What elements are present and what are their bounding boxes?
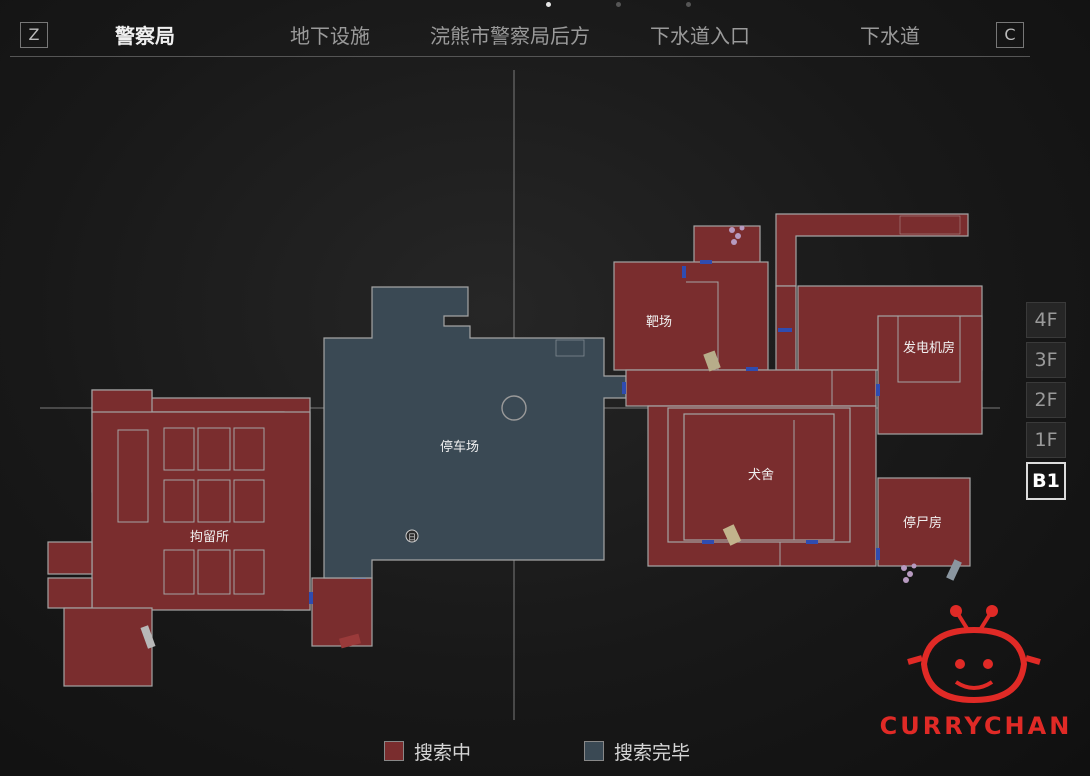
tab-sewer[interactable]: 下水道 bbox=[860, 24, 920, 48]
ammo-item-icon[interactable] bbox=[140, 625, 156, 649]
room-parking[interactable]: 停车场 日 bbox=[323, 286, 627, 579]
herb-item-icon[interactable] bbox=[901, 563, 917, 584]
room-label: 靶场 bbox=[646, 315, 672, 330]
room-morgue[interactable] bbox=[877, 477, 971, 567]
door-marker bbox=[700, 260, 712, 264]
floor-button-b1[interactable]: B1 bbox=[1026, 462, 1066, 500]
legend-item-searching: 搜索中 bbox=[384, 738, 504, 764]
save-room-icon[interactable] bbox=[405, 529, 419, 543]
floor-button-2f[interactable]: 2F bbox=[1026, 382, 1066, 418]
door-marker bbox=[876, 548, 880, 560]
save-room-icon-glyph: 日 bbox=[408, 533, 416, 542]
map-cursor bbox=[501, 395, 527, 421]
door-marker bbox=[702, 540, 714, 544]
room-label: 犬舍 bbox=[748, 468, 774, 483]
page-indicator bbox=[0, 2, 1090, 8]
room-shooting-range[interactable] bbox=[613, 261, 769, 371]
room-label: 发电机房 bbox=[903, 340, 955, 356]
stairs bbox=[899, 215, 961, 235]
next-area-key[interactable]: C bbox=[996, 22, 1024, 48]
watermark-logo-icon bbox=[907, 605, 1041, 704]
room-label: 停尸房 bbox=[903, 515, 942, 531]
item-icon[interactable] bbox=[703, 350, 721, 372]
tab-underground-facility[interactable]: 地下设施 bbox=[290, 24, 370, 48]
floor-button-3f[interactable]: 3F bbox=[1026, 342, 1066, 378]
legend-label: 搜索中 bbox=[414, 742, 472, 764]
room-kennel[interactable] bbox=[683, 413, 835, 541]
holding-cells-floor bbox=[91, 411, 311, 611]
legend-label: 搜索完毕 bbox=[614, 742, 691, 764]
floor-selector: 4F 3F 2F 1F B1 bbox=[1026, 302, 1066, 504]
legend-swatch bbox=[584, 741, 604, 761]
legend-item-searched: 搜索完毕 bbox=[584, 738, 724, 764]
door-marker bbox=[309, 592, 313, 604]
door-marker bbox=[778, 328, 792, 332]
herb-item-icon[interactable] bbox=[729, 225, 745, 246]
stairs bbox=[555, 339, 585, 357]
room-east-wing[interactable]: 靶场 发电机房 犬舍 停尸房 bbox=[613, 213, 983, 567]
ammo-item-icon[interactable] bbox=[946, 559, 962, 581]
area-tab-bar: Z 警察局 地下设施 浣熊市警察局后方 下水道入口 下水道 C bbox=[10, 14, 1030, 57]
door-marker bbox=[622, 382, 626, 394]
floor-button-1f[interactable]: 1F bbox=[1026, 422, 1066, 458]
map-legend: 搜索中 搜索完毕 bbox=[0, 738, 1090, 764]
door-marker bbox=[682, 266, 686, 278]
room-label: 停车场 bbox=[440, 439, 479, 455]
tab-sewer-entrance[interactable]: 下水道入口 bbox=[650, 24, 750, 48]
door-marker bbox=[746, 367, 758, 371]
room-holding-cells[interactable]: 拘留所 bbox=[47, 389, 373, 687]
tab-rpd-back[interactable]: 浣熊市警察局后方 bbox=[430, 24, 590, 48]
tab-police-station[interactable]: 警察局 bbox=[115, 24, 175, 48]
door-marker bbox=[876, 384, 880, 396]
page-dot[interactable] bbox=[686, 2, 691, 7]
prev-area-key[interactable]: Z bbox=[20, 22, 48, 48]
corridor[interactable] bbox=[625, 369, 877, 407]
watermark-text: CURRYCHAN bbox=[879, 712, 1073, 740]
legend-swatch bbox=[384, 741, 404, 761]
watermark: CURRYCHAN bbox=[878, 602, 1074, 742]
room-label: 拘留所 bbox=[190, 530, 229, 545]
item-icon[interactable] bbox=[339, 633, 361, 649]
page-dot[interactable] bbox=[546, 2, 551, 7]
room-cell-annex[interactable] bbox=[311, 577, 373, 647]
floor-button-4f[interactable]: 4F bbox=[1026, 302, 1066, 338]
page-dot[interactable] bbox=[616, 2, 621, 7]
door-marker bbox=[806, 540, 818, 544]
item-icon[interactable] bbox=[722, 524, 742, 546]
